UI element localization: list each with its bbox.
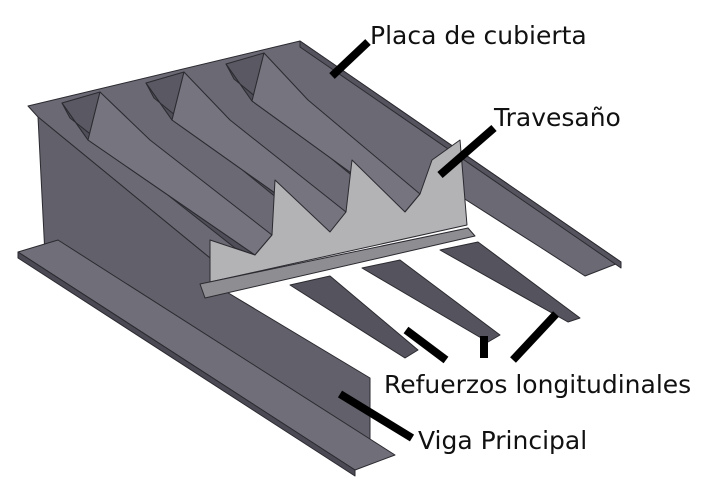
- label-main-girder: Viga Principal: [418, 426, 587, 455]
- stiffener-lower-2: [361, 259, 501, 343]
- stiffener-lower-1: [289, 275, 419, 359]
- leader-main-girder: [337, 390, 415, 442]
- leader-stiffener-3: [510, 311, 559, 363]
- crossbeam-web: [209, 139, 468, 283]
- leader-lines: [329, 39, 559, 442]
- crossbeam-bottom-flange: [199, 227, 476, 299]
- crossbeam: [199, 139, 476, 299]
- stiffener-lower-3: [439, 241, 581, 323]
- label-crossbeam: Travesaño: [493, 103, 621, 132]
- leader-crossbeam: [437, 124, 497, 179]
- leader-deck-plate: [329, 39, 371, 79]
- label-deck-plate: Placa de cubierta: [370, 21, 587, 50]
- leader-stiffener-1: [403, 326, 449, 364]
- stiffener-lower-segments: [289, 241, 581, 359]
- label-longitudinal-stiffeners: Refuerzos longitudinales: [384, 370, 691, 399]
- main-girder-flange-edge: [17, 251, 356, 477]
- labels: Placa de cubierta Travesaño Refuerzos lo…: [370, 21, 691, 455]
- longitudinal-stiffeners: [61, 52, 421, 256]
